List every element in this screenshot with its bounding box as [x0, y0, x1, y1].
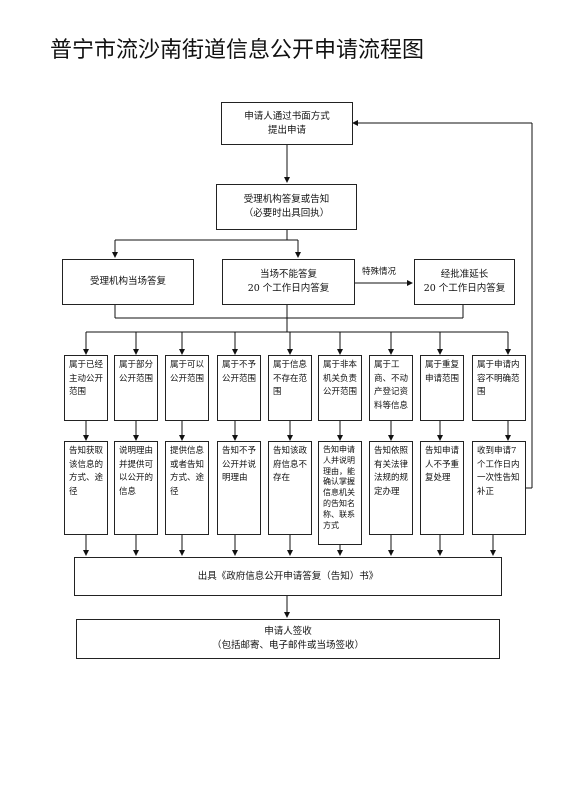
category-action-box: 告知不予公开并说明理由	[217, 441, 261, 535]
category-type-label: 属于部分公开范围	[119, 360, 154, 384]
category-type-label: 属于信息不存在范围	[273, 360, 308, 398]
category-type-box: 属于部分公开范围	[114, 355, 158, 421]
category-action-label: 告知依照有关法律法规的规定办理	[374, 446, 409, 497]
branch-immediate-reply: 受理机构当场答复	[62, 259, 194, 305]
branch-extended-line1: 经批准延长	[440, 269, 489, 281]
category-type-box: 属于已经主动公开范围	[64, 355, 108, 421]
category-action-box: 收到申请7个工作日内一次性告知补正	[472, 441, 526, 535]
category-type-label: 属于非本机关负责公开范围	[323, 360, 358, 398]
category-action-box: 告知申请人并说明理由，能确认掌握信息机关的告知名称、联系方式	[318, 441, 362, 545]
step-accept-line2: （必要时出具回执）	[243, 208, 330, 219]
step-sign-line1: 申请人签收	[264, 626, 312, 638]
step-apply: 申请人通过书面方式 提出申请	[221, 102, 353, 145]
category-type-box: 属于工商、不动产登记资料等信息	[369, 355, 413, 421]
category-action-box: 说明理由并提供可以公开的信息	[114, 441, 158, 535]
step-sign-receipt: 申请人签收 （包括邮寄、电子邮件或当场签收）	[76, 619, 500, 659]
branch-20-day-reply: 当场不能答复 20 个工作日内答复	[222, 259, 355, 305]
category-type-box: 属于不予公开范围	[217, 355, 261, 421]
branch-immediate-reply-label: 受理机构当场答复	[89, 276, 166, 288]
category-type-label: 属于不予公开范围	[222, 360, 257, 384]
category-action-label: 告知不予公开并说明理由	[222, 446, 257, 484]
step-accept-line1: 受理机构答复或告知	[243, 194, 330, 206]
page-title: 普宁市流沙南街道信息公开申请流程图	[50, 38, 425, 63]
category-action-box: 告知获取该信息的方式、途径	[64, 441, 108, 535]
category-action-label: 告知申请人并说明理由，能确认掌握信息机关的告知名称、联系方式	[323, 445, 355, 530]
category-type-label: 属于申请内容不明确范围	[477, 360, 520, 398]
category-type-label: 属于重复申请范围	[425, 360, 460, 384]
step-issue-notice: 出具《政府信息公开申请答复（告知）书》	[74, 557, 502, 596]
category-action-box: 提供信息或者告知方式、途径	[165, 441, 209, 535]
step-sign-line2: （包括邮寄、电子邮件或当场签收）	[211, 640, 364, 651]
category-type-box: 属于非本机关负责公开范围	[318, 355, 362, 421]
category-type-box: 属于申请内容不明确范围	[472, 355, 526, 421]
category-action-label: 告知该政府信息不存在	[273, 446, 308, 484]
category-action-box: 告知依照有关法律法规的规定办理	[369, 441, 413, 535]
category-action-box: 告知申请人不予重复处理	[420, 441, 464, 535]
branch-20-day-line2: 20 个工作日内答复	[247, 283, 330, 294]
branch-extended-reply: 经批准延长 20 个工作日内答复	[414, 259, 515, 305]
category-action-box: 告知该政府信息不存在	[268, 441, 312, 535]
category-action-label: 提供信息或者告知方式、途径	[170, 446, 205, 497]
step-issue-notice-label: 出具《政府信息公开申请答复（告知）书》	[197, 570, 379, 582]
category-action-label: 告知申请人不予重复处理	[425, 446, 460, 484]
step-apply-line1: 申请人通过书面方式	[244, 110, 330, 122]
category-type-label: 属于可以公开范围	[170, 360, 205, 384]
category-action-label: 告知获取该信息的方式、途径	[69, 446, 104, 497]
category-type-label: 属于已经主动公开范围	[69, 360, 104, 398]
branch-20-day-line1: 当场不能答复	[259, 269, 317, 281]
category-type-box: 属于信息不存在范围	[268, 355, 312, 421]
category-action-label: 收到申请7个工作日内一次性告知补正	[477, 446, 520, 497]
step-apply-line2: 提出申请	[267, 124, 306, 136]
special-case-note: 特殊情况	[362, 267, 397, 277]
branch-extended-line2: 20 个工作日内答复	[423, 283, 506, 294]
category-type-box: 属于重复申请范围	[420, 355, 464, 421]
category-type-box: 属于可以公开范围	[165, 355, 209, 421]
category-type-label: 属于工商、不动产登记资料等信息	[374, 360, 409, 411]
step-accept: 受理机构答复或告知 （必要时出具回执）	[216, 184, 357, 230]
category-action-label: 说明理由并提供可以公开的信息	[119, 446, 154, 497]
